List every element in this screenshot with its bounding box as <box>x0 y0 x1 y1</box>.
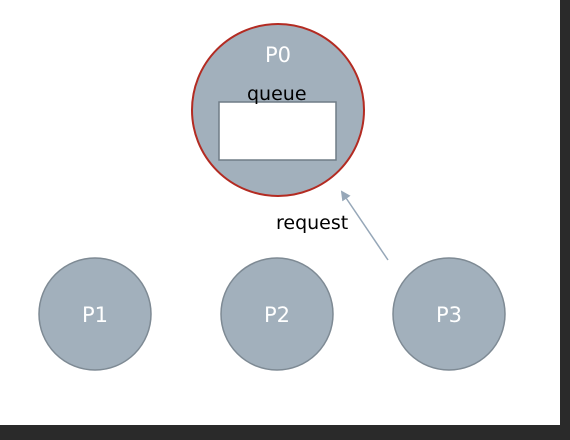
node-p0-label: P0 <box>264 43 292 67</box>
request-arrow <box>340 190 389 261</box>
queue-box <box>218 101 337 161</box>
diagram-canvas: P0 queue request P1 P2 P3 <box>0 0 560 425</box>
node-p1-label: P1 <box>81 303 109 327</box>
node-p2-label: P2 <box>263 303 291 327</box>
node-p3 <box>392 257 506 371</box>
node-p1 <box>38 257 152 371</box>
diagram-svg <box>38 23 506 371</box>
node-p2 <box>220 257 334 371</box>
request-label: request <box>276 212 349 234</box>
queue-label: queue <box>247 83 307 105</box>
node-p3-label: P3 <box>435 303 463 327</box>
